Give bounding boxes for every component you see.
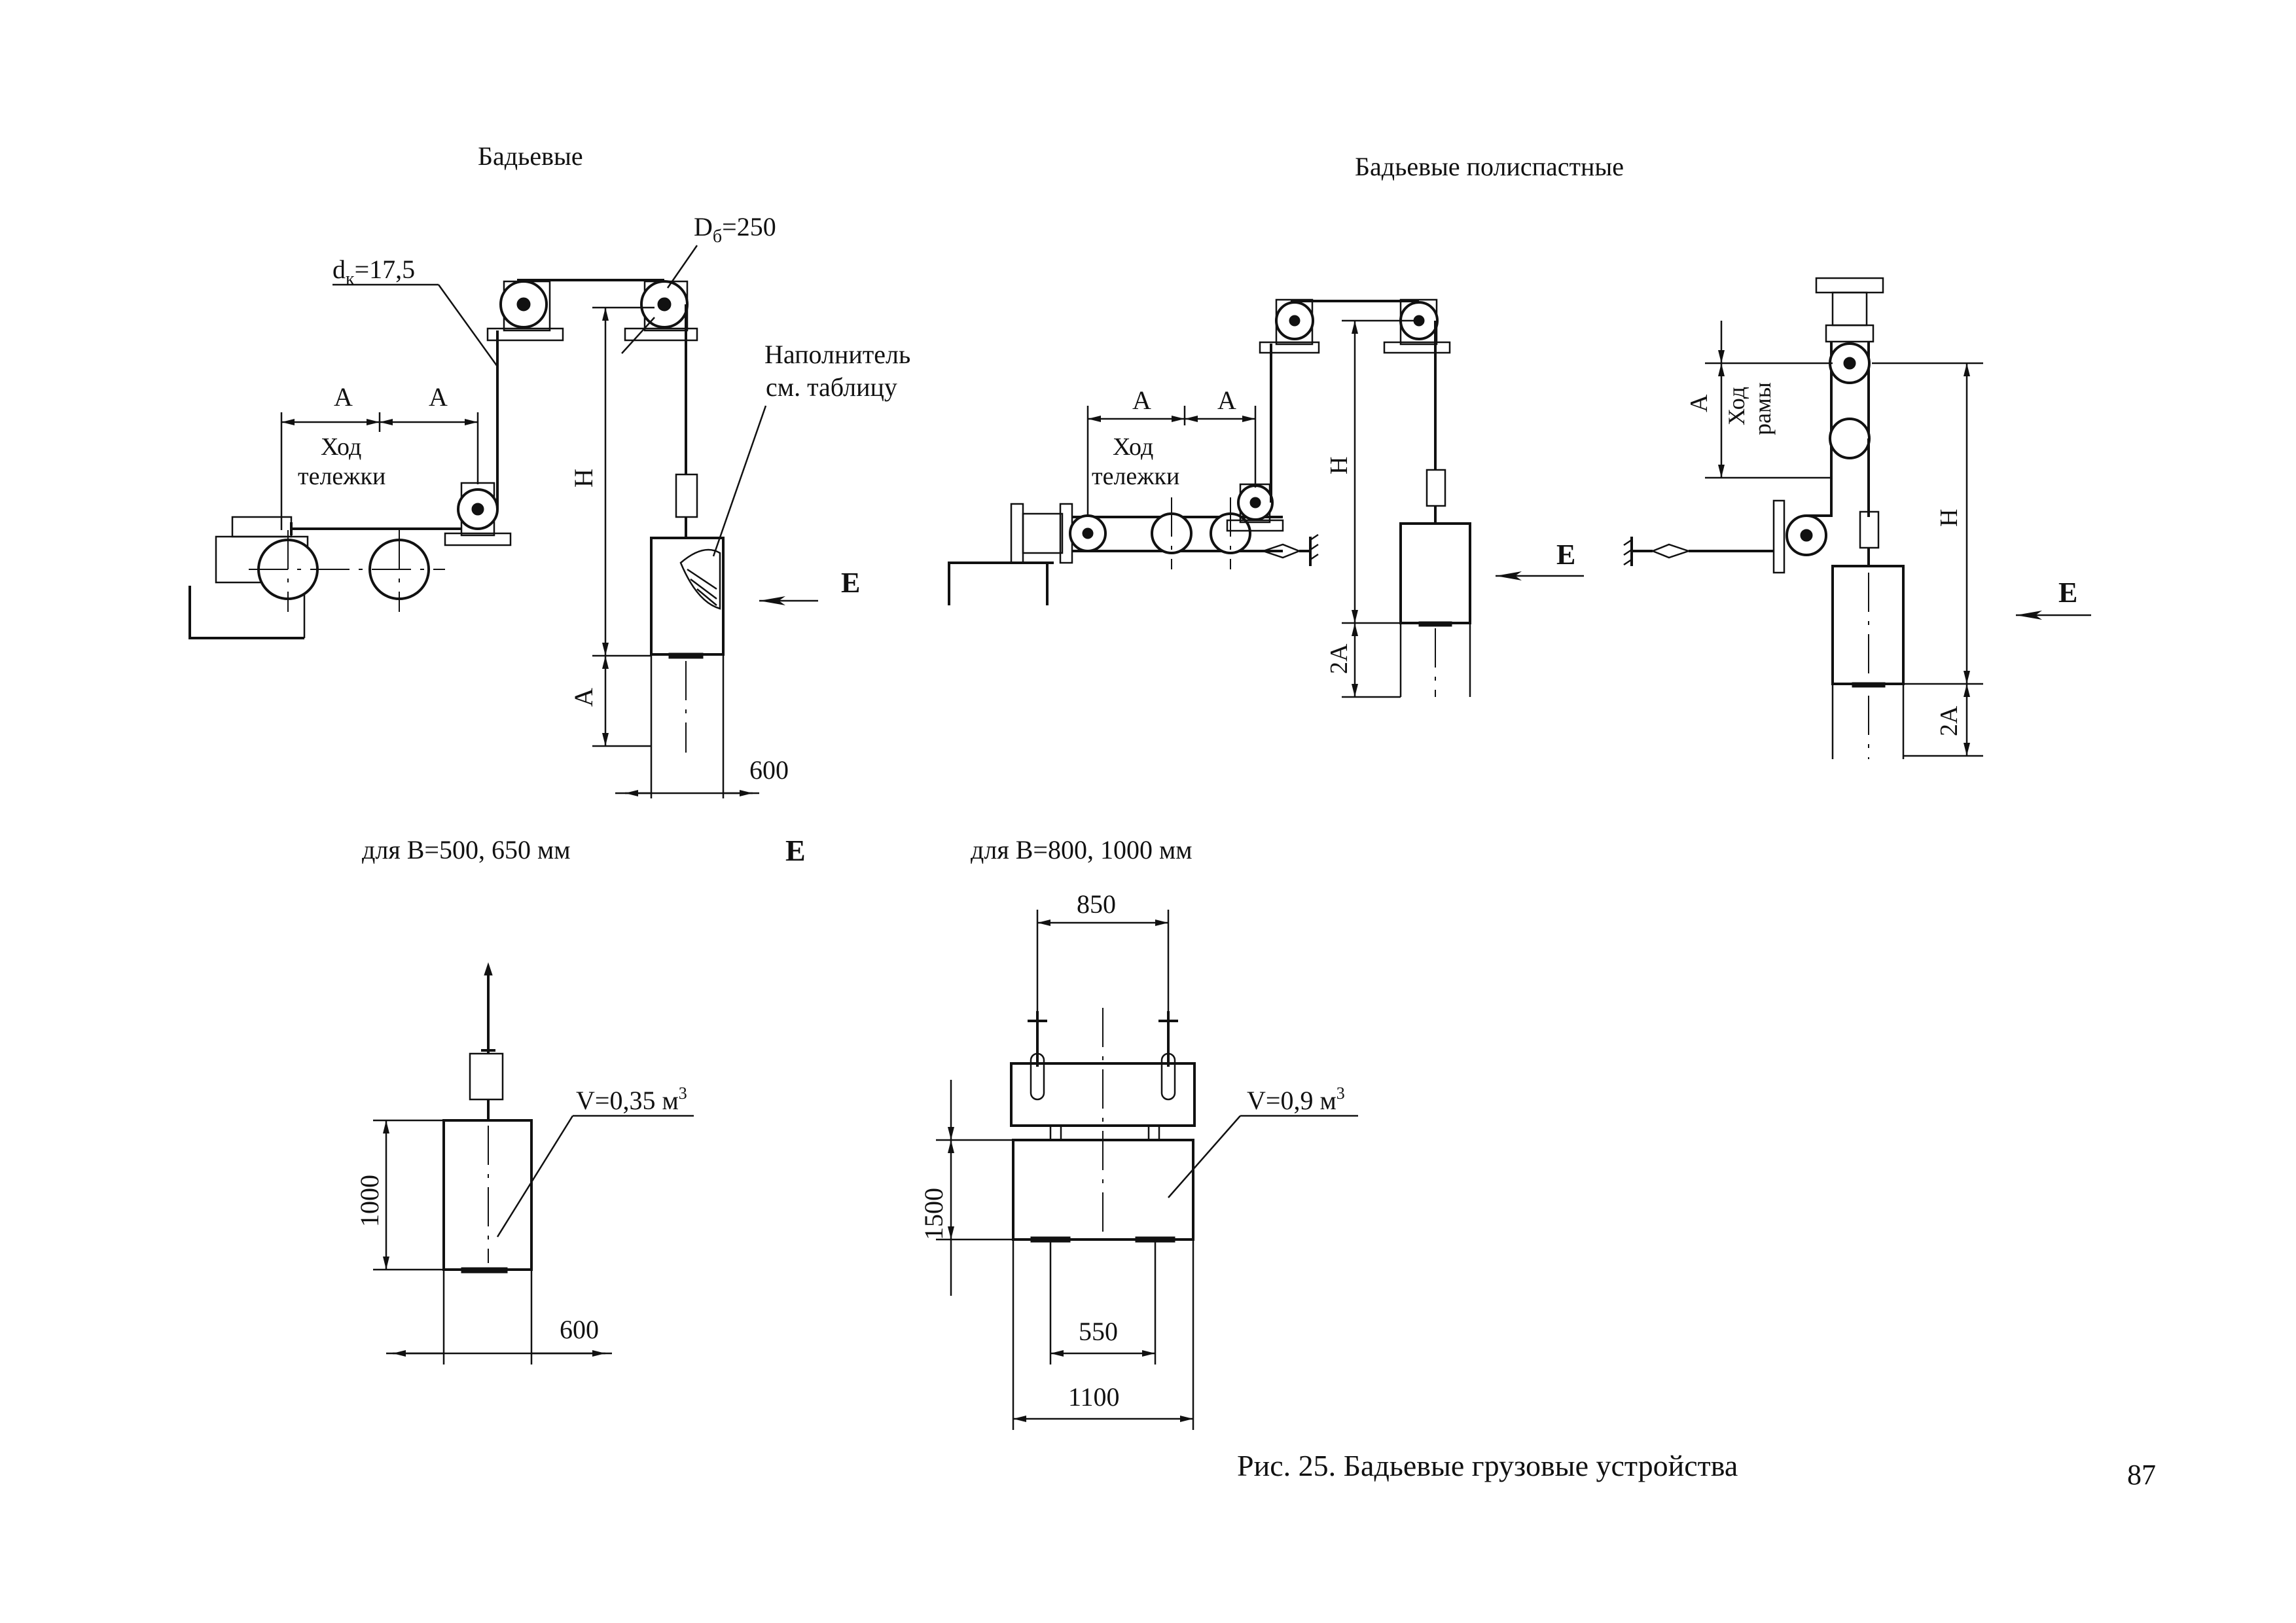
diagram-bucket: H A 600 A A Ход тележки dк=17,5 Dб=250 Н… bbox=[188, 212, 910, 798]
view-E-2: E bbox=[1556, 539, 1575, 571]
page-number: 87 bbox=[2127, 1459, 2156, 1491]
hook-block-small bbox=[469, 1052, 504, 1101]
dim-2A-3: 2A bbox=[1935, 705, 1963, 736]
diagram-polyspast-2: A Ход рамы H 2A E bbox=[1623, 277, 2091, 759]
view-E-label: E bbox=[785, 834, 806, 867]
view-E-small: 1000 600 V=0,35 м3 bbox=[355, 962, 694, 1364]
travel-label-line2: тележки bbox=[298, 463, 386, 490]
view-E-large: 850 1500 550 1100 V=0,9 м3 bbox=[919, 889, 1358, 1430]
dim-H-1: H bbox=[569, 469, 598, 488]
hook-block bbox=[675, 473, 698, 518]
upper-left-sheave-base bbox=[486, 327, 564, 342]
mid-sheave-3 bbox=[1829, 418, 1871, 459]
lifting-beam bbox=[1010, 1062, 1196, 1127]
ground-outline bbox=[188, 586, 304, 639]
cable-diameter-label: dк=17,5 bbox=[332, 255, 415, 289]
figure-caption: Рис. 25. Бадьевые грузовые устройства bbox=[1237, 1449, 1738, 1482]
diagram-polyspast-1: H 2A A A Ход тележки E bbox=[948, 298, 1584, 698]
dim-A-right: A bbox=[1685, 394, 1713, 412]
frame-travel-line2: рамы bbox=[1749, 382, 1776, 435]
dim-1000: 1000 bbox=[355, 1175, 384, 1227]
volume-small-label: V=0,35 м3 bbox=[576, 1084, 687, 1115]
view-E-1: E bbox=[841, 567, 860, 599]
drum-diameter-label: Dб=250 bbox=[694, 212, 776, 247]
filler-label-line1: Наполнитель bbox=[764, 340, 910, 369]
trolley-motor bbox=[231, 516, 293, 538]
travel-label-mid-line2: тележки bbox=[1092, 463, 1179, 490]
frame-travel-line1: Ход bbox=[1723, 387, 1749, 425]
caption-large-bucket: для B=800, 1000 мм bbox=[971, 835, 1193, 865]
dim-A-vertical-1: A bbox=[569, 688, 598, 707]
title-bucket: Бадьевые bbox=[478, 141, 583, 171]
title-bucket-polyspast: Бадьевые полиспастные bbox=[1355, 152, 1624, 181]
top-mount-plate bbox=[1815, 277, 1884, 294]
dim-A-left-1: A bbox=[334, 382, 353, 412]
travel-label-line1: Ход bbox=[321, 433, 361, 461]
bucket-body-2 bbox=[1399, 522, 1471, 624]
upper-right-sheave-base bbox=[624, 327, 698, 342]
volume-large-label: V=0,9 м3 bbox=[1247, 1084, 1345, 1115]
caption-small-bucket: для B=500, 650 мм bbox=[362, 835, 571, 865]
view-E-3: E bbox=[2058, 577, 2077, 609]
travel-label-mid-line1: Ход bbox=[1113, 433, 1153, 461]
dim-A-mid-1: A bbox=[1132, 385, 1151, 415]
dim-1500: 1500 bbox=[919, 1188, 948, 1240]
dim-1100: 1100 bbox=[1068, 1382, 1120, 1412]
dim-H-2: H bbox=[1325, 457, 1353, 474]
dim-A-mid-2: A bbox=[1217, 385, 1236, 415]
ground-outline-2 bbox=[948, 562, 1049, 605]
dim-H-3: H bbox=[1935, 509, 1963, 527]
dim-2A-2: 2A bbox=[1325, 643, 1353, 674]
dim-600-bottom: 600 bbox=[560, 1315, 599, 1344]
dim-600-top: 600 bbox=[749, 755, 789, 785]
dim-A-left-2: A bbox=[429, 382, 448, 412]
filler-hatch bbox=[679, 548, 721, 610]
dim-550: 550 bbox=[1079, 1317, 1118, 1346]
lower-sheave-base bbox=[444, 532, 512, 546]
filler-label-line2: см. таблицу bbox=[766, 372, 897, 402]
dim-850: 850 bbox=[1077, 889, 1116, 919]
